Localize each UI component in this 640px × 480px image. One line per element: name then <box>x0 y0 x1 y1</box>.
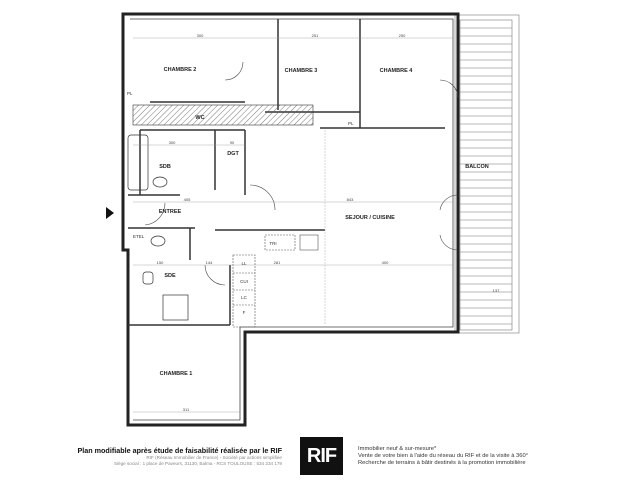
footer-tagline: Immobilier neuf & sur-mesure* Vente de v… <box>358 446 528 467</box>
dimension-label: 250 <box>399 33 406 38</box>
tagline-line: Vente de votre bien à l'aide du réseau d… <box>358 453 529 459</box>
footer-disclaimer: Plan modifiable après étude de faisabili… <box>72 446 282 467</box>
room-label-wc: WC <box>195 115 204 121</box>
footer-title: Plan modifiable après étude de faisabili… <box>77 446 282 455</box>
footer-legal-line: RIF (Réseau Immobilier de France) - Soci… <box>146 455 282 460</box>
entrance-arrow-icon <box>106 207 114 219</box>
room-label-balcon: BALCON <box>465 164 489 170</box>
dimension-label: 311 <box>183 407 190 412</box>
tagline-line: Recherche de terrains à bâtir destinés à… <box>358 460 526 466</box>
toilet <box>142 271 154 285</box>
dimension-label: 300 <box>197 33 204 38</box>
dimension-label: 300 <box>169 140 176 145</box>
dimension-label: 144 <box>206 260 213 265</box>
dimension-lines <box>133 37 453 413</box>
room-label-chambre-4: CHAMBRE 4 <box>380 68 414 74</box>
room-label-tri: TRI <box>269 241 276 246</box>
label-f: F <box>243 310 246 315</box>
door-swings <box>144 61 459 286</box>
dimension-label: 150 <box>157 260 164 265</box>
dimension-label: 400 <box>382 260 389 265</box>
sink <box>150 235 166 247</box>
dimension-label: 90 <box>230 140 235 145</box>
label-cui: CUI <box>240 279 248 284</box>
room-label-sejour-cuisine: SEJOUR / CUISINE <box>345 215 395 221</box>
label-pl: PL <box>348 121 354 126</box>
label-pl: PL <box>127 91 133 96</box>
tagline-line: Immobilier neuf & sur-mesure* <box>358 446 437 452</box>
room-label-dgt: DGT <box>227 151 239 157</box>
kitchen-units <box>232 234 319 328</box>
interior-walls <box>128 19 445 326</box>
room-label-chambre-1: CHAMBRE 1 <box>160 371 193 377</box>
room-label-chambre-2: CHAMBRE 2 <box>164 67 197 73</box>
room-label-entree: ENTREE <box>159 209 182 215</box>
label-lc: LC <box>241 295 248 300</box>
room-label-sdb: SDB <box>159 164 171 170</box>
rif-logo: RIF <box>300 437 343 475</box>
balcony-area <box>454 14 520 334</box>
hatched-duct <box>132 104 314 126</box>
bathtub <box>127 134 149 191</box>
dimension-label: 405 <box>184 197 191 202</box>
dimension-label: 843 <box>347 197 354 202</box>
shower <box>162 294 189 321</box>
label-ll: LL <box>241 261 247 266</box>
exterior-walls <box>121 12 460 427</box>
room-label-chambre-3: CHAMBRE 3 <box>285 68 318 74</box>
room-label-sde: SDE <box>164 273 176 279</box>
sink <box>152 176 168 188</box>
footer-legal-line: Siège social : 1 place de Paveurs, 31130… <box>113 461 282 466</box>
dimension-label: 137 <box>493 288 500 293</box>
room-label-etel: ETEL <box>133 234 145 239</box>
dimension-label: 281 <box>274 260 281 265</box>
dimension-label: 251 <box>312 33 319 38</box>
